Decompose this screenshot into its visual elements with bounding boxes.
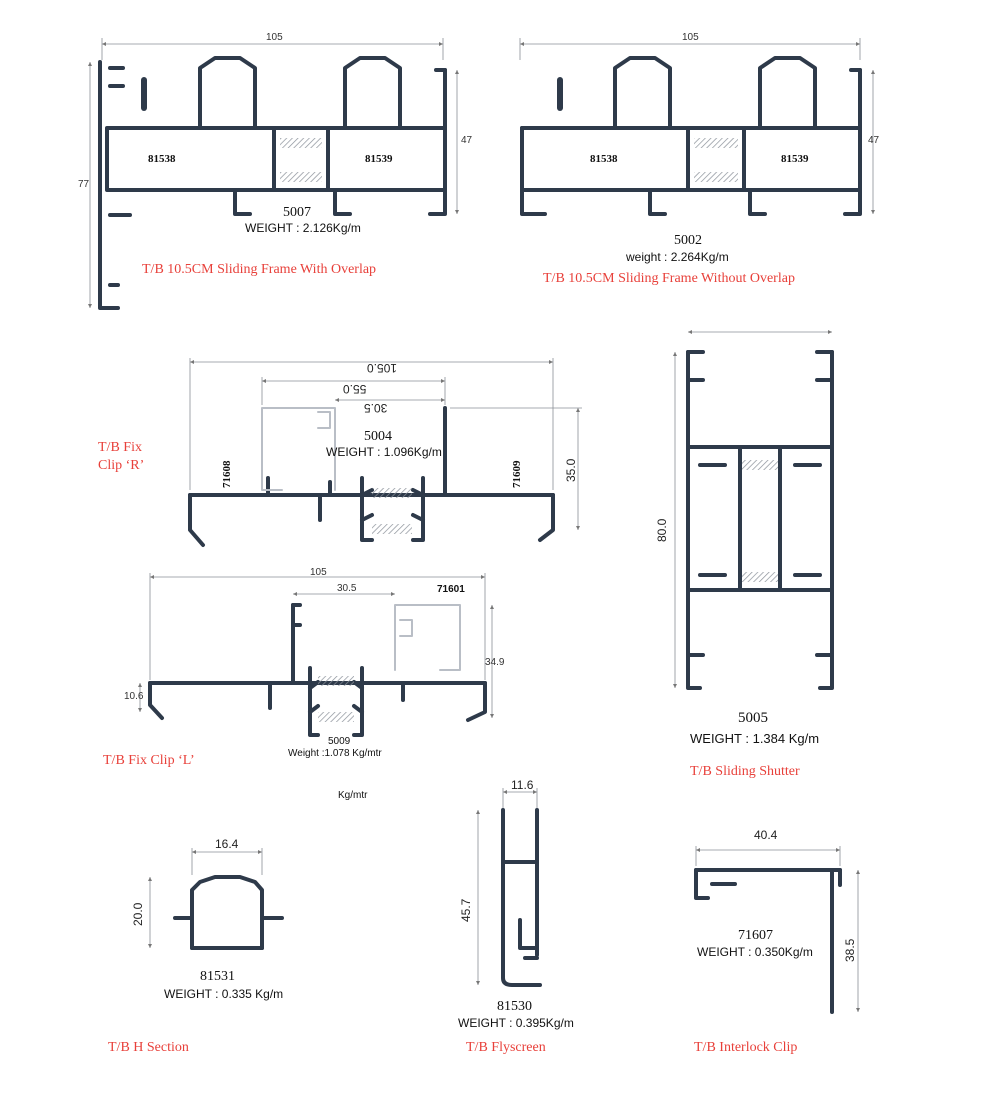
caption-5004-line2: Clip ‘R’ (98, 458, 145, 473)
profile-5005-interlock (742, 460, 778, 582)
dim-81531-height: 20.0 (131, 902, 145, 926)
code-5004: 5004 (364, 429, 392, 444)
dim-71607-height: 38.5 (843, 938, 857, 962)
profile-5007-interlock (280, 138, 322, 182)
caption-71607: T/B Interlock Clip (694, 1040, 798, 1055)
code-5002: 5002 (674, 233, 702, 248)
code-71607: 71607 (738, 928, 773, 943)
code-5005: 5005 (738, 710, 768, 726)
caption-5009: T/B Fix Clip ‘L’ (103, 753, 195, 768)
weight-5002: weight : 2.264Kg/m (626, 250, 729, 264)
profile-5004-ghost-sash (261, 407, 336, 491)
caption-81530: T/B Flyscreen (466, 1040, 546, 1055)
weight-81531: WEIGHT : 0.335 Kg/m (164, 987, 284, 1001)
part-5009: 71601 (437, 584, 465, 595)
dim-71607-width: 40.4 (754, 828, 778, 842)
dim-5009-small: 10.6 (124, 691, 144, 702)
profile-81530-drawing (501, 808, 542, 987)
code-81531: 81531 (200, 969, 235, 984)
profile-81531-drawing (173, 875, 284, 950)
dim-5007-width: 105 (266, 32, 283, 43)
weight-5004: WEIGHT : 1.096Kg/m (326, 445, 442, 459)
dim-5004-total: 105.0 (367, 361, 398, 375)
dim-5009-height: 34.9 (485, 657, 505, 668)
part-5004-right: 71609 (511, 460, 523, 489)
profile-5009-interlock (318, 676, 354, 722)
dim-81530-width: 11.6 (511, 778, 534, 792)
caption-5004-line1: T/B Fix (98, 440, 142, 455)
dim-5002-height-right: 47 (868, 135, 880, 146)
profile-5007-drawing (98, 56, 447, 310)
profile-5005-drawing (686, 350, 834, 690)
dim-81530-height: 45.7 (459, 898, 473, 922)
weight-71607: WEIGHT : 0.350Kg/m (697, 945, 813, 959)
part-5002-right: 81539 (781, 153, 809, 165)
dim-5004-mid: 55.0 (343, 382, 367, 396)
dim-5002-width: 105 (682, 32, 699, 43)
code-5009: 5009 (328, 736, 351, 747)
code-81530: 81530 (497, 999, 532, 1014)
dim-5004-height: 35.0 (564, 458, 578, 482)
caption-5005: T/B Sliding Shutter (690, 764, 800, 779)
profile-5004-interlock (372, 488, 412, 534)
dim-5005-height: 80.0 (655, 518, 669, 542)
unit-note: Kg/mtr (338, 790, 368, 801)
profile-5009-drawing (148, 603, 487, 737)
weight-5009: Weight :1.078 Kg/mtr (288, 748, 382, 759)
weight-81530: WEIGHT : 0.395Kg/m (458, 1016, 574, 1030)
dim-5004-inner: 30.5 (364, 401, 388, 415)
profile-5004-drawing (188, 406, 555, 547)
code-5007: 5007 (283, 205, 311, 220)
dim-5007-height-right: 47 (461, 135, 473, 146)
dim-5009-inner: 30.5 (337, 583, 357, 594)
part-5004-left: 71608 (221, 460, 233, 489)
profile-71607-drawing (694, 868, 842, 1014)
part-5002-left: 81538 (590, 153, 618, 165)
part-5007-left: 81538 (148, 153, 176, 165)
part-5007-right: 81539 (365, 153, 393, 165)
dim-5007-height-left: 77 (78, 179, 90, 190)
dimension-lines (88, 38, 875, 1012)
weight-5005: WEIGHT : 1.384 Kg/m (690, 731, 820, 746)
dim-81531-width: 16.4 (215, 837, 239, 851)
weight-5007: WEIGHT : 2.126Kg/m (245, 221, 361, 235)
profile-5009-ghost-sash (394, 604, 461, 671)
caption-81531: T/B H Section (108, 1040, 189, 1055)
profile-5002-drawing (520, 56, 862, 216)
profile-5002-interlock (694, 138, 738, 182)
dim-5009-total: 105 (310, 567, 327, 578)
caption-5002: T/B 10.5CM Sliding Frame Without Overlap (543, 271, 795, 286)
caption-5007: T/B 10.5CM Sliding Frame With Overlap (142, 262, 377, 277)
